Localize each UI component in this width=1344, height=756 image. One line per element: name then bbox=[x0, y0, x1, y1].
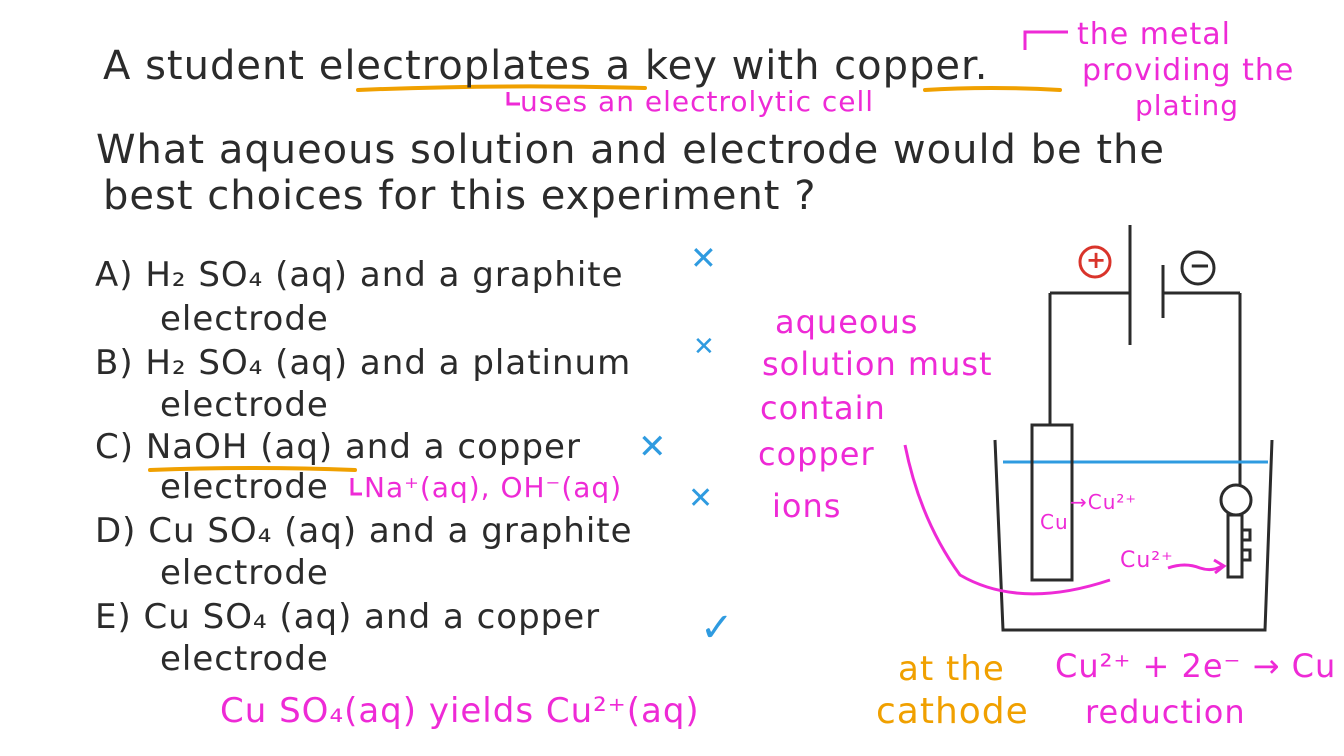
option-d-cross-icon: ✕ bbox=[688, 481, 715, 516]
option-d-line-2: electrode bbox=[160, 553, 329, 593]
beaker bbox=[993, 439, 1274, 632]
note-naoh-ions: Na⁺(aq), OH⁻(aq) bbox=[364, 471, 623, 504]
option-a-line-2: electrode bbox=[160, 299, 329, 339]
pointer-aqueous bbox=[903, 444, 1111, 596]
option-e-line-1: E) Cu SO₄ (aq) and a copper bbox=[95, 597, 601, 637]
minus-sign: − bbox=[1189, 251, 1212, 281]
underline-copper bbox=[923, 86, 1062, 92]
option-c-line-1: C) NaOH (aq) and a copper bbox=[95, 427, 581, 467]
note-metal-2: providing the bbox=[1082, 53, 1295, 88]
underline-electroplates bbox=[356, 84, 647, 92]
option-a-cross-icon: ✕ bbox=[690, 239, 718, 277]
note-aqueous-1: aqueous bbox=[775, 303, 919, 341]
anode-label: Cu bbox=[1040, 510, 1069, 534]
underline-naoh bbox=[148, 466, 357, 472]
key-cathode-icon bbox=[1219, 483, 1253, 579]
option-c-line-2: electrode bbox=[160, 467, 329, 507]
plus-sign: + bbox=[1086, 246, 1108, 274]
option-d-line-1: D) Cu SO₄ (aq) and a graphite bbox=[95, 511, 633, 551]
note-metal-1: the metal bbox=[1077, 17, 1231, 52]
anode-reaction-label: →Cu²⁺ bbox=[1070, 490, 1137, 514]
option-b-line-1: B) H₂ SO₄ (aq) and a platinum bbox=[95, 343, 632, 383]
ion-arrow-head bbox=[1213, 558, 1227, 575]
question-line-3: best choices for this experiment ? bbox=[103, 173, 817, 219]
negative-terminal-icon bbox=[1180, 250, 1216, 286]
option-a-line-1: A) H₂ SO₄ (aq) and a graphite bbox=[95, 255, 624, 295]
bracket-uses-cell bbox=[506, 92, 520, 106]
positive-terminal-icon bbox=[1078, 245, 1112, 279]
note-aqueous-2: solution must bbox=[762, 345, 993, 383]
question-line-2: What aqueous solution and electrode woul… bbox=[96, 127, 1166, 173]
note-cathode-2: cathode bbox=[876, 691, 1029, 732]
note-aqueous-4: copper bbox=[758, 435, 875, 473]
bracket-naoh-ions bbox=[350, 478, 362, 496]
note-cuso4-yields: Cu SO₄(aq) yields Cu²⁺(aq) bbox=[220, 691, 700, 731]
option-b-line-2: electrode bbox=[160, 385, 329, 425]
half-equation: Cu²⁺ + 2e⁻ → Cu bbox=[1055, 647, 1337, 685]
note-reduction: reduction bbox=[1085, 693, 1246, 731]
option-c-cross-icon: ✕ bbox=[638, 427, 668, 467]
option-e-line-2: electrode bbox=[160, 639, 329, 679]
ion-label: Cu²⁺ bbox=[1120, 548, 1174, 573]
option-e-check-icon: ✓ bbox=[700, 605, 735, 651]
ion-arrow bbox=[1167, 563, 1223, 572]
note-uses-cell: uses an electrolytic cell bbox=[520, 85, 875, 118]
note-aqueous-5: ions bbox=[772, 487, 842, 525]
note-metal-3: plating bbox=[1135, 89, 1239, 122]
note-cathode-1: at the bbox=[898, 649, 1005, 689]
question-line-1: A student electroplates a key with coppe… bbox=[103, 43, 989, 89]
option-b-cross-icon: ✕ bbox=[693, 332, 716, 362]
note-aqueous-3: contain bbox=[760, 389, 886, 427]
circuit-wires bbox=[1048, 225, 1242, 485]
copper-anode bbox=[1030, 423, 1074, 582]
bracket-metal bbox=[1023, 30, 1068, 50]
